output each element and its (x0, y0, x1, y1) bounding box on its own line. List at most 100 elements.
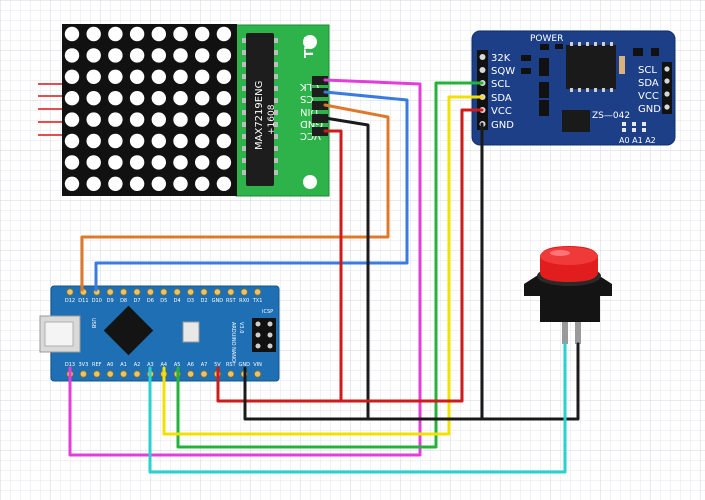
nano-pin[interactable] (213, 288, 221, 296)
nano-pin-label: A1 (120, 362, 127, 368)
matrix-led (64, 155, 80, 170)
nano-pin-label: A0 (107, 362, 114, 368)
rtc-right-pin-scl: SCL (638, 65, 657, 76)
nano-pin[interactable] (187, 288, 195, 296)
nano-pin-label: 5V (214, 362, 221, 368)
rtc-right-header[interactable] (662, 62, 672, 114)
matrix-led (129, 155, 145, 170)
rtc-left-header[interactable] (477, 50, 488, 130)
wire-gnd-matrix[interactable] (323, 116, 370, 421)
nano-pin[interactable] (93, 370, 101, 378)
matrix-led (108, 133, 123, 149)
rtc-pin-32k: 32K (491, 53, 511, 64)
chip-sublabel: +1608 (267, 104, 277, 135)
nano-pin[interactable] (200, 288, 208, 296)
nano-pin-label: TX1 (252, 298, 263, 304)
wires (68, 78, 580, 474)
reset-button[interactable] (182, 321, 200, 343)
nano-pin-label: A7 (201, 362, 208, 368)
wire-din[interactable] (80, 103, 390, 292)
button-leg (562, 318, 568, 344)
matrix-led (195, 48, 210, 63)
nano-pin-label: D5 (160, 298, 167, 304)
nano-pin[interactable] (106, 288, 114, 296)
rtc-pin-gnd: GND (491, 120, 514, 131)
max7219-chip (246, 33, 274, 186)
nano-pin[interactable] (200, 370, 208, 378)
nano-pin-label: D8 (120, 298, 127, 304)
matrix-pin-cs: CS (300, 93, 313, 104)
rtc-pin-vcc: VCC (491, 106, 512, 117)
led-matrix-module[interactable]: MAX7219ENG +1608 TW CLK CS DIN GND VCC (38, 24, 330, 197)
matrix-pin-clk: CLK (300, 81, 320, 92)
resistor (619, 56, 625, 74)
matrix-led (86, 91, 101, 106)
rtc-pin-scl: SCL (491, 79, 510, 90)
matrix-led (108, 91, 123, 106)
matrix-led (195, 69, 210, 85)
matrix-led (151, 48, 166, 63)
wire-vcc-matrix[interactable] (323, 129, 343, 403)
wire-button-signal[interactable] (148, 342, 567, 474)
address-pins-label: A0 A1 A2 (619, 136, 656, 145)
wire-sda[interactable] (162, 95, 484, 436)
nano-pin[interactable] (66, 288, 74, 296)
nano-pin[interactable] (160, 288, 168, 296)
wire-vcc-rtc[interactable] (216, 108, 484, 403)
arduino-version: V3.0 (238, 322, 244, 333)
nano-pin[interactable] (254, 370, 262, 378)
nano-pin[interactable] (227, 370, 235, 378)
nano-pin[interactable] (106, 370, 114, 378)
nano-pin-label: REF (92, 362, 102, 368)
nano-pin-label: RST (226, 362, 237, 368)
matrix-led (195, 26, 210, 42)
matrix-led (64, 133, 80, 149)
matrix-pin-din: DIN (300, 106, 318, 117)
wire-gnd-rtc[interactable] (243, 122, 484, 421)
matrix-led (86, 176, 101, 191)
rtc-module[interactable]: 32K SQW SCL SDA VCC GND POWER ZS—042 (471, 30, 676, 146)
nano-pin[interactable] (133, 288, 141, 296)
nano-pin[interactable] (133, 370, 141, 378)
matrix-led (216, 155, 232, 170)
matrix-header-pins[interactable] (312, 76, 328, 136)
nano-pin-label: D9 (107, 298, 114, 304)
nano-pin[interactable] (120, 288, 128, 296)
wire-clk[interactable] (68, 78, 422, 457)
wire-cs[interactable] (94, 90, 409, 292)
matrix-led (173, 48, 188, 63)
icsp-header[interactable] (252, 318, 276, 352)
nano-pin-label: D10 (92, 298, 102, 304)
chip-legs (242, 38, 278, 175)
nano-pin[interactable] (79, 370, 88, 378)
matrix-led (129, 26, 145, 42)
rtc-right-pin-gnd: GND (638, 104, 661, 115)
matrix-led (216, 48, 232, 63)
wire-gnd-button[interactable] (480, 342, 580, 421)
matrix-led (195, 91, 210, 106)
nano-pin-label: A5 (174, 362, 181, 368)
nano-pin[interactable] (227, 288, 235, 296)
mounting-hole (303, 175, 317, 189)
matrix-led (64, 26, 80, 42)
nano-pin[interactable] (173, 288, 181, 296)
matrix-led (216, 176, 232, 191)
nano-pin-label: D11 (78, 298, 88, 304)
nano-pin[interactable] (187, 370, 195, 378)
nano-pin[interactable] (254, 288, 262, 296)
push-button[interactable] (524, 246, 612, 344)
nano-pin-label: A4 (160, 362, 167, 368)
matrix-pin-vcc: VCC (300, 130, 321, 141)
nano-pin[interactable] (146, 288, 154, 296)
matrix-led (195, 155, 210, 170)
nano-pin[interactable] (240, 288, 248, 296)
matrix-led (173, 155, 188, 170)
power-led (540, 44, 549, 50)
nano-pin[interactable] (120, 370, 128, 378)
nano-pin-label: D2 (200, 298, 207, 304)
nano-pin-label: A6 (187, 362, 194, 368)
wire-scl[interactable] (176, 81, 484, 449)
matrix-led (195, 133, 210, 149)
